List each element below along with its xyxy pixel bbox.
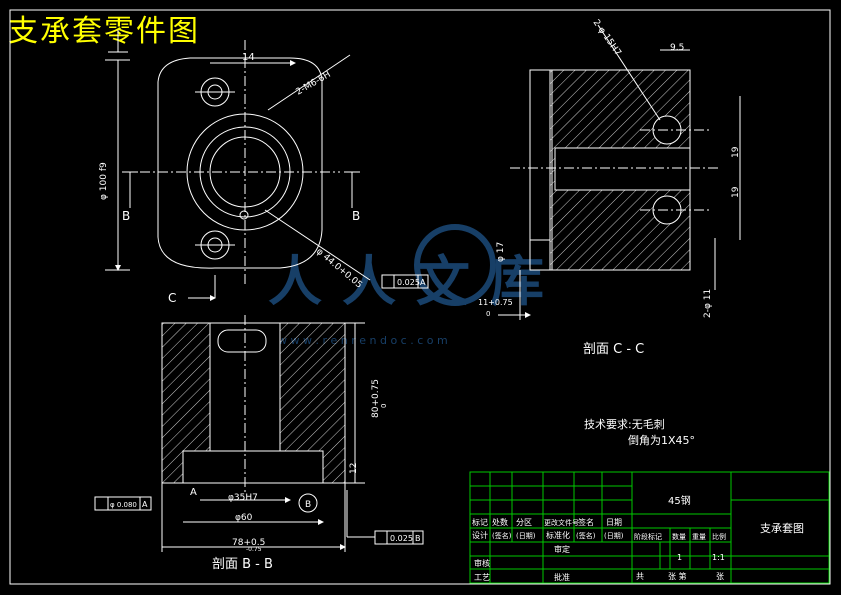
dim-14: 14 bbox=[242, 52, 255, 63]
row1-label-5: 日期 bbox=[606, 518, 622, 527]
part-name: 支承套图 bbox=[760, 522, 804, 535]
tol-left-value: φ 0.080 bbox=[110, 501, 137, 509]
quantity-label: 数量 bbox=[672, 532, 686, 541]
dim-phi100: φ 100 f9 bbox=[99, 162, 109, 200]
dim-80: 80+0.75 bbox=[371, 379, 381, 418]
small-hole bbox=[239, 210, 249, 220]
dim-78-sub: -0.75 bbox=[246, 546, 262, 553]
row2-label-1: (签名) bbox=[492, 531, 512, 540]
section-label-c: C bbox=[168, 291, 176, 305]
approve-label: 批准 bbox=[554, 572, 570, 582]
process-label: 工艺 bbox=[474, 573, 490, 582]
count: 1 bbox=[677, 553, 682, 562]
section-cc bbox=[498, 24, 741, 320]
dim-phi60: φ60 bbox=[235, 513, 253, 523]
stage-label-1: 重量 bbox=[692, 533, 706, 541]
tol-bottom-datum: B bbox=[415, 534, 421, 543]
dim-11-sub: 0 bbox=[486, 310, 490, 318]
material: 45钢 bbox=[668, 494, 691, 507]
watermark-text: 人人文库 bbox=[268, 250, 564, 313]
dim-80-sub: 0 bbox=[380, 404, 388, 408]
row1-label-2: 分区 bbox=[516, 518, 532, 527]
row2-label-2: (日期) bbox=[516, 532, 536, 540]
section-label-bb: 剖面 B - B bbox=[212, 557, 273, 572]
section-bb bbox=[161, 315, 375, 552]
datum-a: A bbox=[190, 487, 197, 498]
sheet-total: 共 bbox=[636, 572, 644, 581]
dim-11: 11+0.75 bbox=[478, 298, 513, 307]
row1-label-4: 签名 bbox=[578, 517, 594, 527]
dim-12: 12 bbox=[349, 463, 359, 474]
watermark-circle bbox=[414, 224, 496, 306]
dim-78: 78+0.5 bbox=[232, 538, 265, 548]
sheet-end: 张 bbox=[716, 572, 724, 581]
sheet-of: 张 第 bbox=[668, 571, 687, 581]
tolerance-frame-bottom: 0.025 B bbox=[374, 530, 424, 545]
section-label-cc: 剖面 C - C bbox=[583, 342, 644, 357]
tolerance-frame-left: φ 0.080 A bbox=[94, 496, 152, 511]
dim-holes-2phi15h7: 2-φ 15H7 bbox=[591, 18, 623, 58]
dim-thread-2m6: 2-M6-6H bbox=[295, 70, 333, 98]
row2-label-4: (签名) bbox=[576, 531, 596, 540]
tol-top-datum: A bbox=[420, 278, 426, 287]
sheet-border bbox=[9, 9, 831, 585]
title-block-text: 45钢 支承套图 标记 处数 分区 更改文件号 签名 日期 设计 (签名) (日… bbox=[472, 494, 804, 582]
stage-label-0: 阶段标记 bbox=[634, 532, 662, 541]
row2-label-0: 设计 bbox=[472, 530, 488, 540]
tech-requirement-line-1: 技术要求:无毛刺 bbox=[584, 418, 665, 431]
dim-phi35h7: φ35H7 bbox=[228, 493, 258, 503]
dim-19-a: 19 bbox=[731, 146, 741, 158]
tech-requirement-line-2: 倒角为1X45° bbox=[628, 434, 695, 447]
row2-label-3: 标准化 bbox=[546, 530, 570, 540]
check-label: 审核 bbox=[474, 558, 490, 568]
title-block bbox=[469, 471, 830, 584]
top-view bbox=[105, 30, 371, 301]
stage-label-2: 比例 bbox=[712, 532, 726, 541]
page-title: 支承套零件图 bbox=[8, 14, 200, 49]
row2-label-5: (日期) bbox=[604, 532, 624, 540]
flange-outline bbox=[157, 57, 323, 269]
datum-b: B bbox=[305, 500, 311, 510]
section-label-b-right: B bbox=[352, 209, 360, 223]
section-label-b-left: B bbox=[122, 209, 130, 223]
row1-label-1: 处数 bbox=[492, 517, 508, 527]
row1-label-0: 标记 bbox=[472, 517, 488, 527]
dim-phi17: φ 17 bbox=[496, 242, 506, 262]
scale: 1:1 bbox=[712, 553, 725, 562]
dim-9-5: 9.5 bbox=[670, 43, 684, 53]
tol-left-datum: A bbox=[142, 500, 148, 509]
review-label: 审定 bbox=[554, 544, 570, 554]
dim-19-b: 19 bbox=[731, 186, 741, 198]
tol-bottom-value: 0.025 bbox=[390, 534, 413, 543]
dim-2phi11: 2-φ 11 bbox=[703, 289, 713, 318]
row1-label-3: 更改文件号 bbox=[544, 518, 579, 527]
tol-top-value: 0.025 bbox=[397, 278, 420, 287]
tolerance-frame-top: 0.025 A bbox=[381, 274, 429, 289]
